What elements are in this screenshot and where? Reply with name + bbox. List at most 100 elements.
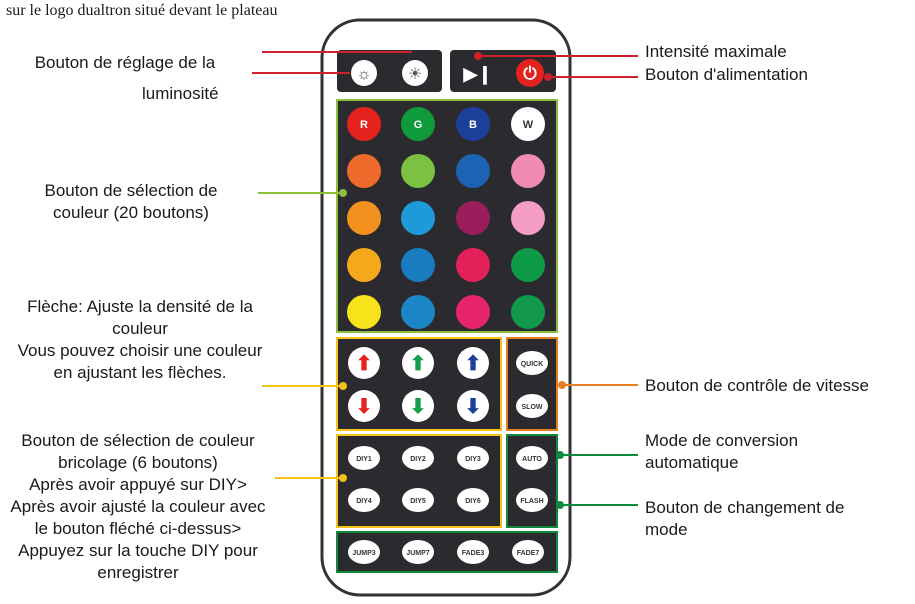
flash-button-label: FLASH (520, 498, 543, 505)
arrow-up-icon: ⬆ (465, 353, 482, 375)
arrows-label: Flèche: Ajuste la densité de la couleur … (0, 296, 280, 384)
diy-button-label: DIY3 (465, 456, 481, 463)
diy-line-7: enregistrer (97, 563, 179, 582)
jump-fade-button-label: FADE3 (462, 550, 485, 557)
leader-color-dot (339, 189, 347, 197)
color-button[interactable] (511, 248, 545, 282)
leader-power-dot (544, 73, 552, 81)
arrow-down-icon: ⬇ (410, 396, 427, 418)
color-button[interactable] (347, 107, 381, 141)
arrow-up-icon: ⬆ (410, 353, 427, 375)
color-button[interactable] (401, 107, 435, 141)
diy-button-label: DIY5 (410, 498, 426, 505)
color-button[interactable] (401, 201, 435, 235)
arrows-line-4: en ajustant les flèches. (53, 363, 227, 382)
leader-diy-dot (339, 474, 347, 482)
arrow-up-icon: ⬆ (356, 353, 373, 375)
jump-fade-button[interactable] (457, 540, 489, 564)
color-button[interactable] (511, 201, 545, 235)
mode-label: Bouton de changement de mode (645, 497, 844, 541)
jump-fade-button[interactable] (348, 540, 380, 564)
arrow-down-button[interactable] (348, 390, 380, 422)
play-pause-icon[interactable]: ▶❙ (463, 64, 493, 85)
jump-fade-button[interactable] (402, 540, 434, 564)
jump-fade-button-label: FADE7 (517, 550, 540, 557)
quick-button-label: QUICK (521, 361, 544, 368)
quick-button[interactable] (516, 351, 548, 375)
color-button[interactable] (347, 154, 381, 188)
color-select-line-1: Bouton de sélection de (44, 181, 218, 200)
color-button[interactable] (456, 107, 490, 141)
color-button[interactable] (511, 107, 545, 141)
color-select-label: Bouton de sélection de couleur (20 bouto… (0, 180, 262, 224)
diy-button[interactable] (348, 446, 380, 470)
power-button[interactable] (516, 59, 544, 87)
arrow-down-icon: ⬇ (356, 396, 373, 418)
brightness-label-2: luminosité (142, 84, 219, 103)
diy-line-2: bricolage (6 boutons) (58, 453, 218, 472)
color-button[interactable] (456, 248, 490, 282)
arrows-line-1: Flèche: Ajuste la densité de la (27, 297, 253, 316)
leader-max-intensity-dot (474, 52, 482, 60)
color-button[interactable] (401, 248, 435, 282)
auto-line-1: Mode de conversion (645, 431, 799, 450)
mode-line-1: Bouton de changement de (645, 498, 845, 517)
leader-speed-dot (558, 381, 566, 389)
auto-label: Mode de conversion automatique (645, 430, 798, 474)
diy-button[interactable] (402, 488, 434, 512)
brightness-down-button[interactable] (351, 60, 377, 86)
arrow-up-button[interactable] (457, 347, 489, 379)
leader-auto-dot (556, 451, 564, 459)
leader-mode-dot (556, 501, 564, 509)
color-button[interactable] (347, 201, 381, 235)
arrow-up-button[interactable] (402, 347, 434, 379)
color-button[interactable] (456, 295, 490, 329)
diy-button[interactable] (402, 446, 434, 470)
slow-button[interactable] (516, 394, 548, 418)
diy-line-3: Après avoir appuyé sur DIY> (29, 475, 247, 494)
diy-button[interactable] (348, 488, 380, 512)
color-button[interactable] (511, 154, 545, 188)
rgbw-letter: B (469, 119, 477, 131)
max-intensity-label: Intensité maximale (645, 42, 787, 61)
arrow-up-button[interactable] (348, 347, 380, 379)
color-button[interactable] (511, 295, 545, 329)
flash-button[interactable] (516, 488, 548, 512)
jump-fade-button[interactable] (512, 540, 544, 564)
jump-fade-button-label: JUMP3 (352, 550, 375, 557)
color-button[interactable] (401, 154, 435, 188)
color-button[interactable] (456, 201, 490, 235)
diy-line-6: Appuyez sur la touche DIY pour (18, 541, 258, 560)
speed-label: Bouton de contrôle de vitesse (645, 376, 869, 395)
brightness-label-line: Bouton de réglage de la (34, 53, 216, 72)
auto-button-label: AUTO (522, 456, 542, 463)
arrows-line-3: Vous pouvez choisir une couleur (17, 341, 263, 360)
diy-label: Bouton de sélection de couleur bricolage… (0, 430, 276, 584)
auto-line-2: automatique (645, 453, 739, 472)
slow-button-label: SLOW (522, 404, 543, 411)
color-button[interactable] (347, 295, 381, 329)
brightness-up-icon: ☀ (408, 66, 422, 83)
arrow-down-button[interactable] (402, 390, 434, 422)
brightness-up-button[interactable] (402, 60, 428, 86)
rgbw-letter: G (414, 119, 423, 131)
top-note: sur le logo dualtron situé devant le pla… (6, 2, 278, 19)
color-button[interactable] (401, 295, 435, 329)
diy-line-1: Bouton de sélection de couleur (21, 431, 255, 450)
jump-fade-button-label: JUMP7 (406, 550, 429, 557)
color-button[interactable] (347, 248, 381, 282)
arrow-down-button[interactable] (457, 390, 489, 422)
brightness-down-icon: ☼ (357, 66, 372, 83)
diy-button-label: DIY6 (465, 498, 481, 505)
leader-arrows-dot (339, 382, 347, 390)
color-button[interactable] (456, 154, 490, 188)
power-label: Bouton d'alimentation (645, 65, 808, 84)
brightness-label: Bouton de réglage de la (0, 52, 250, 74)
auto-button[interactable] (516, 446, 548, 470)
diy-button[interactable] (457, 488, 489, 512)
diy-button[interactable] (457, 446, 489, 470)
arrow-grid: ⬆⬇⬆⬇⬆⬇ (348, 347, 489, 422)
